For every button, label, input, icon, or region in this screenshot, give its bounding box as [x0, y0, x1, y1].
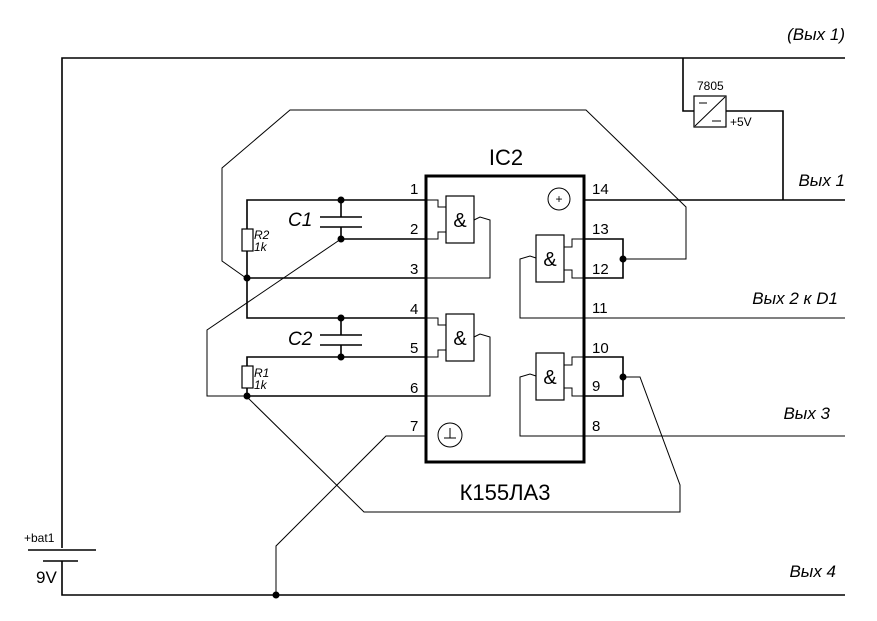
- pin-3: 3: [410, 261, 418, 278]
- pin-5: 5: [410, 340, 418, 357]
- ic-designator: IC2: [489, 145, 523, 170]
- pin-11: 11: [592, 300, 608, 317]
- timing-network-2: C2 R1 1k: [241, 314, 426, 400]
- svg-text:&: &: [453, 328, 467, 350]
- timing-network-1: C1 R2 1k: [241, 196, 426, 319]
- pin-1: 1: [410, 181, 418, 198]
- svg-text:&: &: [543, 367, 557, 389]
- voltage-regulator-7805: 7805 +5V: [682, 58, 784, 200]
- resistor-r2-value: 1k: [254, 240, 268, 254]
- junction-pin9-10: [619, 373, 627, 381]
- ic-part-number: К155ЛА3: [460, 480, 551, 505]
- nand-gate-a: &: [426, 195, 491, 279]
- regulator-part-label: 7805: [697, 79, 724, 93]
- pin-13: 13: [592, 221, 609, 238]
- nand-gate-c: &: [519, 234, 845, 319]
- pin-12: 12: [592, 261, 609, 278]
- junction-pin12-13: [619, 255, 627, 263]
- battery-voltage: 9V: [36, 568, 57, 587]
- pin-8: 8: [592, 418, 600, 435]
- output-label-out4: Вых 4: [789, 562, 836, 581]
- pin-10: 10: [592, 340, 609, 357]
- power-plus-icon: +: [555, 192, 562, 206]
- output-label-out2: Вых 2 к D1: [752, 289, 838, 308]
- svg-text:&: &: [543, 249, 557, 271]
- pin-4: 4: [410, 301, 418, 318]
- pin-7: 7: [410, 418, 418, 435]
- resistor-r1-name: R1: [254, 366, 269, 380]
- resistor-r1-value: 1k: [254, 378, 268, 392]
- pin-numbers: 1 2 3 4 5 6 7 8 9 10 11 12 13 14: [410, 181, 609, 435]
- pin-2: 2: [410, 221, 418, 238]
- ic2-body: IC2 К155ЛА3 +: [424, 145, 586, 505]
- positive-rail: [61, 57, 845, 548]
- pin-14: 14: [592, 181, 609, 198]
- nand-gate-d: &: [519, 352, 845, 437]
- battery-label: +bat1: [24, 531, 55, 545]
- resistor-r2-name: R2: [254, 228, 270, 242]
- pin-9: 9: [592, 378, 600, 395]
- output-label-out1: Вых 1: [798, 171, 845, 190]
- nand-gate-b: &: [426, 313, 491, 397]
- svg-text:&: &: [453, 210, 467, 232]
- capacitor-c1-label: C1: [288, 210, 312, 231]
- pin-6: 6: [410, 380, 418, 397]
- output-label-out1-paren: (Вых 1): [787, 25, 845, 44]
- output-label-out3: Вых 3: [783, 404, 830, 423]
- regulator-output-label: +5V: [730, 115, 752, 129]
- capacitor-c2-label: C2: [288, 329, 313, 350]
- battery-bat1: +bat1 9V: [24, 531, 845, 596]
